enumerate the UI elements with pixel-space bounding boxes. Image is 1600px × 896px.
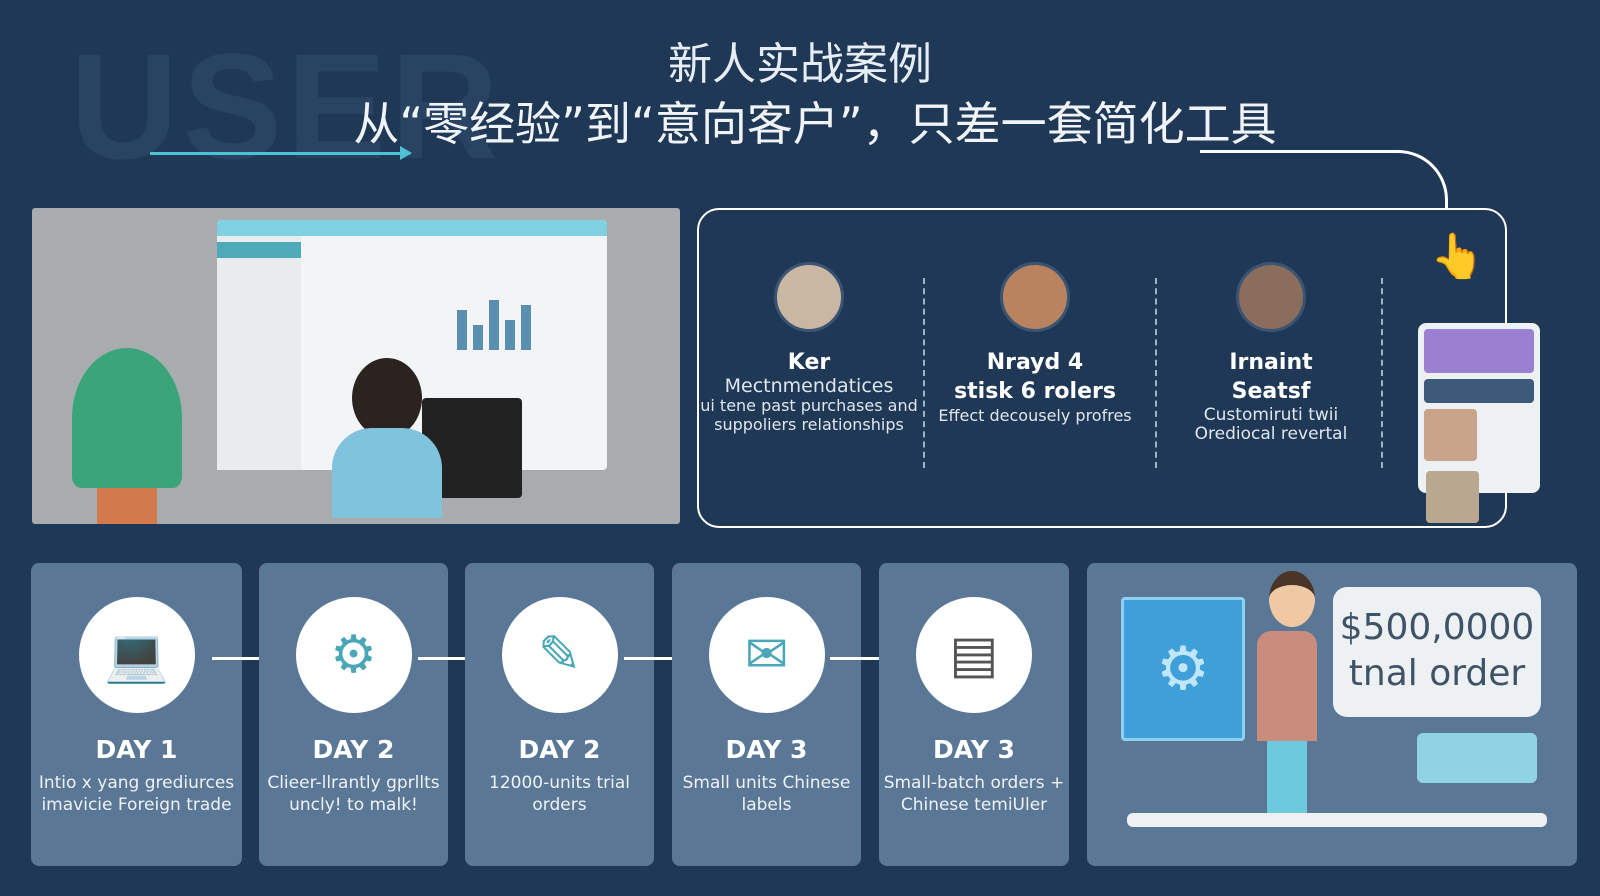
person-at-desk xyxy=(332,358,442,524)
step-day: DAY 2 xyxy=(312,735,395,764)
arrow-right-icon xyxy=(150,146,412,160)
bar-chart-icon xyxy=(457,300,531,350)
member-role: Seatsf xyxy=(1231,379,1311,404)
team-member: Nrayd 4 stisk 6 rolers Effect decousely … xyxy=(925,262,1145,425)
member-role: Mectnmendatices xyxy=(724,375,894,397)
step-desc: Small units Chinese labels xyxy=(682,773,851,815)
plant-icon xyxy=(72,348,182,488)
mobile-app-preview xyxy=(1418,323,1540,523)
machine-icon xyxy=(1417,733,1537,783)
member-name: Nrayd 4 xyxy=(986,350,1084,375)
result-panel: ⚙ $500,0000 tnal order xyxy=(1087,563,1577,866)
divider xyxy=(1381,278,1383,468)
member-desc: ui tene past purchases and suppoliers re… xyxy=(700,396,918,434)
team-panel: Ker Mectnmendatices ui tene past purchas… xyxy=(697,208,1507,528)
step-card: ⚙ DAY 2 Clieer-llrantly gprllts uncly! t… xyxy=(259,563,448,866)
avatar xyxy=(1000,262,1070,332)
member-name: Ker xyxy=(787,350,831,375)
member-name: Irnaint xyxy=(1229,350,1313,375)
step-day: DAY 2 xyxy=(518,735,601,764)
divider xyxy=(1155,278,1157,468)
member-desc: Customiruti twii Orediocal revertal xyxy=(1194,405,1348,444)
workflow-icon: ✎ xyxy=(501,597,618,713)
office-illustration xyxy=(32,208,680,524)
page-title: 新人实战案例 xyxy=(668,39,932,90)
step-desc: Clieer-llrantly gprllts uncly! to malk! xyxy=(267,773,440,815)
plant-pot xyxy=(97,488,157,524)
background-watermark: USER xyxy=(70,22,503,190)
avatar xyxy=(1236,262,1306,332)
team-member: Irnaint Seatsf Customiruti twii Oredioca… xyxy=(1161,262,1381,444)
order-label: tnal order xyxy=(1348,653,1526,694)
member-role: stisk 6 rolers xyxy=(954,379,1116,404)
document-icon: ▤ xyxy=(916,597,1032,713)
step-day: DAY 3 xyxy=(725,735,808,764)
envelope-icon: ✉ xyxy=(708,597,825,713)
team-member: Ker Mectnmendatices ui tene past purchas… xyxy=(699,262,919,434)
presenter-illustration xyxy=(1257,571,1327,821)
step-card: 💻 DAY 1 Intio x yang grediurces imavicie… xyxy=(31,563,242,866)
order-amount: $500,0000 xyxy=(1339,607,1535,648)
step-card: ▤ DAY 3 Small-batch orders + Chinese tem… xyxy=(879,563,1069,866)
member-desc: Effect decousely profres xyxy=(938,406,1132,425)
pointing-hand-icon: 👆 xyxy=(1430,231,1485,282)
curved-connector xyxy=(1200,150,1448,210)
avatar xyxy=(774,262,844,332)
step-desc: Small-batch orders + Chinese temiUler xyxy=(883,773,1065,815)
speech-bubble: $500,0000 tnal order xyxy=(1333,587,1541,717)
step-desc: Intio x yang grediurces imavicie Foreign… xyxy=(38,773,235,815)
step-card: ✉ DAY 3 Small units Chinese labels xyxy=(672,563,861,866)
step-desc: 12000-units trial orders xyxy=(489,773,630,815)
step-day: DAY 1 xyxy=(95,735,178,764)
strategy-board-icon: ⚙ xyxy=(1121,597,1245,741)
desk xyxy=(1127,813,1547,827)
step-day: DAY 3 xyxy=(933,735,1015,764)
network-icon: ⚙ xyxy=(295,597,412,713)
step-card: ✎ DAY 2 12000-units trial orders xyxy=(465,563,654,866)
dashboard-screen xyxy=(217,220,607,470)
divider xyxy=(923,278,925,468)
page-subtitle: 从“零经验”到“意向客户”，只差一套简化工具 xyxy=(353,97,1277,151)
laptop-icon: 💻 xyxy=(78,597,195,713)
